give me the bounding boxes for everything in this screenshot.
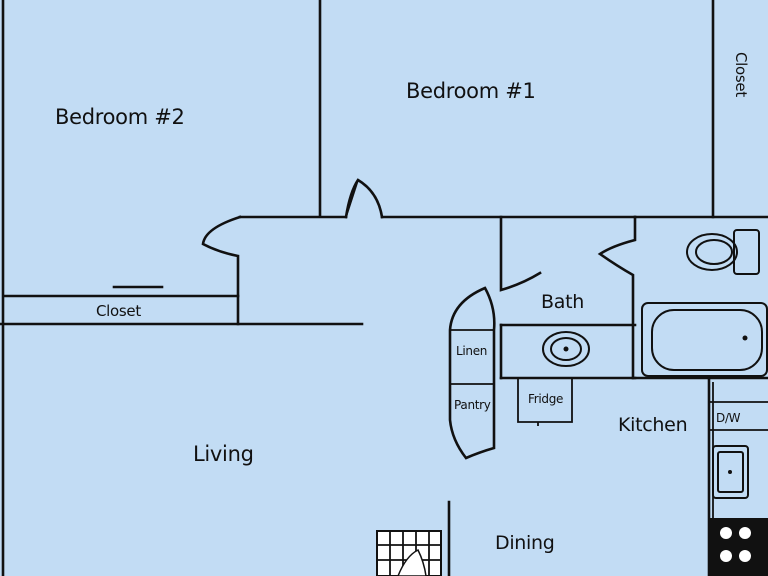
kitchen-sink-icon — [712, 445, 749, 499]
room-label-fridge: Fridge — [528, 392, 563, 406]
room-label-bedroom-1: Bedroom #1 — [406, 79, 536, 103]
room-label-dining: Dining — [495, 532, 555, 554]
toilet-icon — [686, 229, 760, 275]
room-label-kitchen: Kitchen — [618, 414, 687, 436]
window-grid-icon — [376, 530, 442, 576]
room-label-living: Living — [193, 442, 254, 466]
room-label-pantry: Pantry — [454, 398, 491, 412]
room-label-linen: Linen — [456, 344, 487, 358]
room-label-bedroom-2: Bedroom #2 — [55, 105, 185, 129]
room-label-bath: Bath — [541, 291, 584, 313]
room-label-closet-bedroom-1: Closet — [732, 52, 750, 97]
doors — [344, 178, 384, 219]
room-label-dishwasher: D/W — [716, 411, 741, 425]
room-label-closet-bedroom-2: Closet — [96, 302, 141, 320]
bathtub-icon — [641, 302, 768, 377]
stove-icon — [710, 518, 768, 576]
sink-icon — [542, 331, 590, 367]
